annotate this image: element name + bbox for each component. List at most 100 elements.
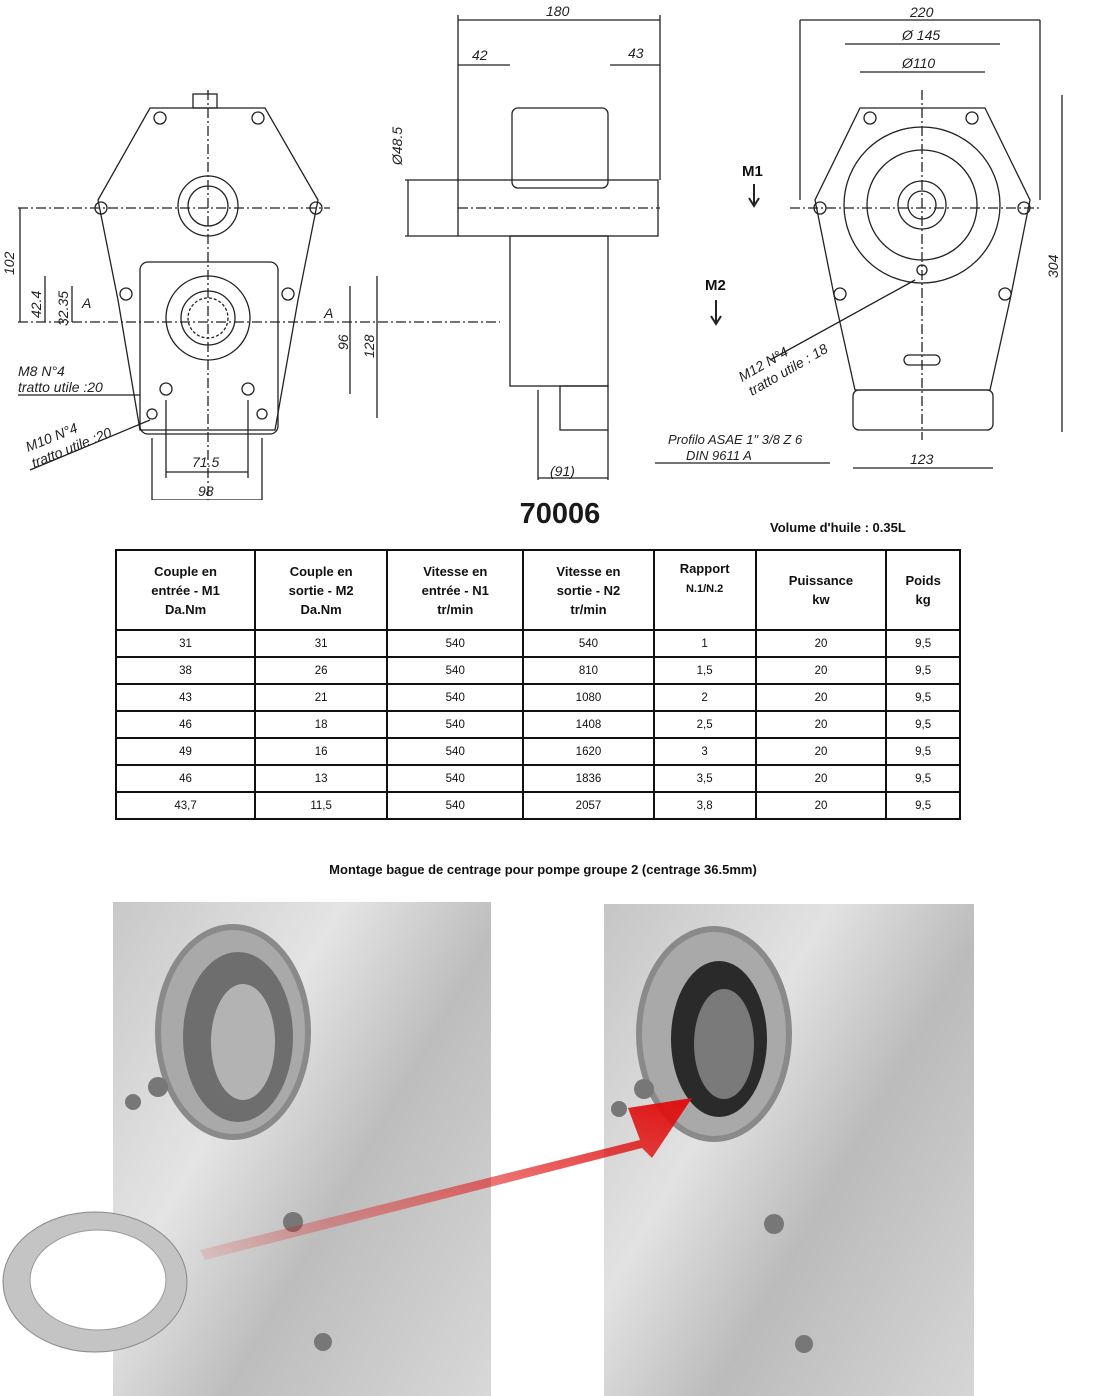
front-view: 102 42.4 32.35 96 128 71.5 98 A A M8 N°4…	[1, 90, 500, 500]
model-number: 70006	[519, 498, 601, 530]
dim-304: 304	[1045, 254, 1061, 278]
table-cell: 43,7	[114, 791, 257, 820]
table-cell: 2,5	[652, 710, 757, 739]
table-cell: 3,5	[652, 764, 757, 793]
dim-220: 220	[909, 4, 934, 20]
table-cell: 46	[114, 710, 257, 739]
marker-m2: M2	[705, 277, 726, 294]
table-cell: 9,5	[885, 737, 961, 766]
table-cell: 20	[754, 737, 888, 766]
section-mark-right: A	[323, 305, 333, 321]
mounting-caption: Montage bague de centrage pour pompe gro…	[329, 862, 757, 877]
note-m8-line2: tratto utile :20	[18, 379, 103, 395]
table-cell: 2057	[522, 791, 655, 820]
table-cell: 9,5	[885, 764, 961, 793]
table-cell: 13	[254, 764, 389, 793]
dim-43: 43	[628, 45, 644, 61]
table-cell: 16	[254, 737, 389, 766]
table-cell: 1,5	[652, 656, 757, 685]
table-cell: 49	[114, 737, 257, 766]
side-view: 180 42 43 Ø48.5 (91) Profilo ASAE 1" 3/8…	[389, 3, 830, 480]
table-cell: 3	[652, 737, 757, 766]
marker-m1: M1	[742, 163, 763, 180]
dim-d145: Ø 145	[901, 27, 940, 43]
dim-102: 102	[1, 251, 17, 275]
dim-123: 123	[910, 451, 934, 467]
oil-volume: Volume d'huile : 0.35L	[770, 520, 906, 535]
table-cell: 31	[114, 629, 257, 658]
ring-illustration	[2, 1098, 692, 1353]
table-cell: 540	[386, 656, 525, 685]
table-cell: 540	[386, 710, 525, 739]
table-cell: 1620	[522, 737, 655, 766]
table-cell: 810	[522, 656, 655, 685]
table-cell: 540	[386, 629, 525, 658]
table-cell: 26	[254, 656, 389, 685]
dim-d110: Ø110	[901, 55, 935, 71]
table-cell: 43	[114, 683, 257, 712]
table-cell: 9,5	[885, 710, 961, 739]
table-cell: 540	[386, 737, 525, 766]
profile-note-line2: DIN 9611 A	[686, 448, 752, 463]
centering-ring-hole	[29, 1229, 167, 1331]
table-cell: 20	[754, 629, 888, 658]
table-cell: 21	[254, 683, 389, 712]
profile-note-line1: Profilo ASAE 1" 3/8 Z 6	[668, 432, 803, 447]
table-cell: 11,5	[254, 791, 389, 820]
rear-view: 220 Ø 145 Ø110 304 123 M1 M2 M12 N°4 tra…	[705, 4, 1063, 469]
photo-housing-without-ring	[113, 902, 491, 1396]
table-cell: 9,5	[885, 629, 961, 658]
table-cell: 18	[254, 710, 389, 739]
table-cell: 540	[386, 791, 525, 820]
dim-180: 180	[546, 3, 570, 19]
dim-71-5: 71.5	[192, 454, 219, 470]
table-cell: 9,5	[885, 656, 961, 685]
table-cell: 3,8	[652, 791, 757, 820]
table-cell: 2	[652, 683, 757, 712]
table-cell: 1836	[522, 764, 655, 793]
photo-housing-with-ring	[604, 904, 974, 1396]
table-cell: 46	[114, 764, 257, 793]
table-cell: 1408	[522, 710, 655, 739]
dim-91: (91)	[550, 463, 575, 479]
technical-drawing: 102 42.4 32.35 96 128 71.5 98 A A M8 N°4…	[1, 3, 1063, 500]
table-cell: 38	[114, 656, 257, 685]
arrow-icon	[200, 1098, 692, 1260]
table-cell: 540	[386, 683, 525, 712]
table-cell: 1	[652, 629, 757, 658]
table-cell: 31	[254, 629, 389, 658]
table-cell: 1080	[522, 683, 655, 712]
table-cell: 20	[754, 683, 888, 712]
table-cell: 20	[754, 791, 888, 820]
table-cell: 540	[386, 764, 525, 793]
section-mark-left: A	[81, 295, 91, 311]
dim-98: 98	[198, 483, 214, 499]
dim-d48-5: Ø48.5	[389, 127, 405, 166]
table-cell: 20	[754, 656, 888, 685]
table-cell: 20	[754, 710, 888, 739]
table-cell: 20	[754, 764, 888, 793]
dim-96: 96	[335, 334, 351, 350]
dim-42-4: 42.4	[28, 291, 44, 318]
dim-128: 128	[361, 334, 377, 358]
dim-32-35: 32.35	[55, 291, 71, 326]
table-cell: 9,5	[885, 683, 961, 712]
note-m8-line1: M8 N°4	[18, 363, 65, 379]
table-cell: 9,5	[885, 791, 961, 820]
